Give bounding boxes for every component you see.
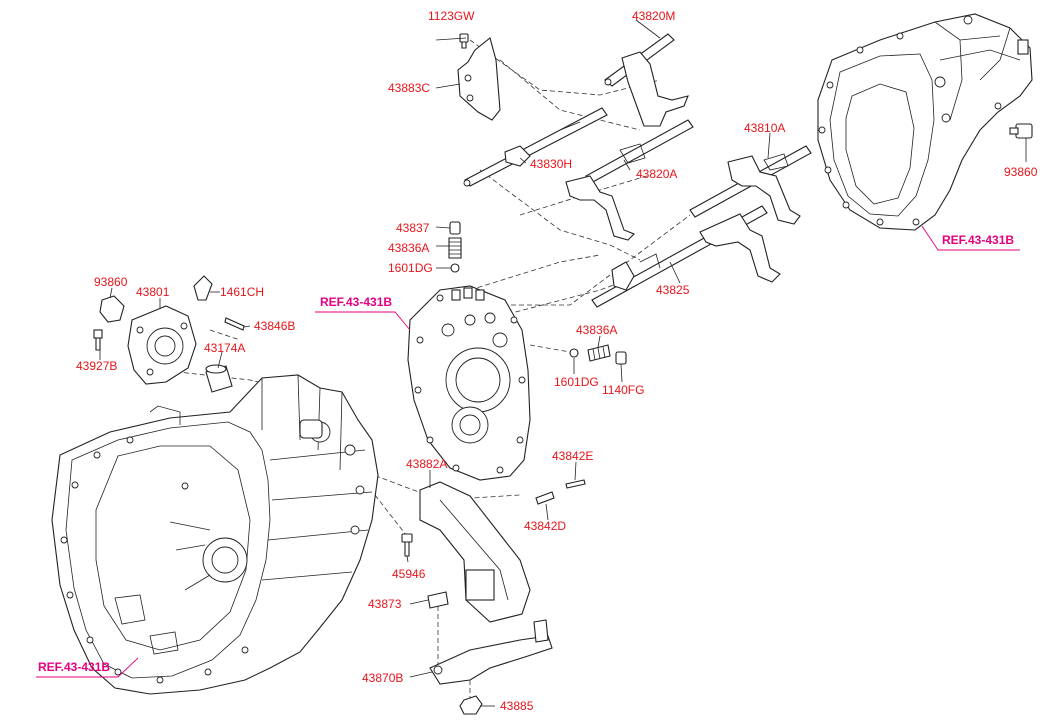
ref-link-bottom[interactable]: REF.43-431B bbox=[38, 660, 110, 674]
label-43842D: 43842D bbox=[524, 519, 566, 533]
label-43882A: 43882A bbox=[406, 457, 447, 471]
center-plate bbox=[407, 285, 531, 481]
label-43837: 43837 bbox=[396, 221, 430, 235]
fitting-1461CH bbox=[193, 275, 220, 301]
label-43836A-mid: 43836A bbox=[576, 323, 617, 337]
label-43885: 43885 bbox=[500, 699, 534, 713]
lever-43870B bbox=[429, 619, 553, 685]
label-43820A: 43820A bbox=[636, 167, 677, 181]
label-1461CH: 1461CH bbox=[220, 285, 264, 299]
pin-43846B bbox=[224, 317, 245, 331]
label-45946: 45946 bbox=[392, 567, 426, 581]
bracket-43883C bbox=[457, 37, 501, 121]
shift-rail-43810A bbox=[689, 145, 812, 225]
label-43801: 43801 bbox=[136, 285, 170, 299]
shift-rail-43830H bbox=[463, 107, 608, 187]
shift-rail-43820A bbox=[565, 119, 694, 241]
label-93860-left: 93860 bbox=[94, 275, 128, 289]
bolt-43927B bbox=[93, 329, 103, 351]
label-1601DG-top: 1601DG bbox=[388, 261, 433, 275]
clip-43873 bbox=[427, 591, 449, 609]
release-bearing-43801 bbox=[127, 305, 197, 385]
label-43825: 43825 bbox=[656, 283, 690, 297]
shift-rail-43825 bbox=[591, 205, 781, 308]
label-43873: 43873 bbox=[368, 597, 402, 611]
label-1123GW: 1123GW bbox=[428, 9, 475, 23]
label-43927B: 43927B bbox=[76, 359, 117, 373]
label-43883C: 43883C bbox=[388, 81, 430, 95]
reference-labels[interactable]: REF.43-431B REF.43-431B REF.43-431B bbox=[38, 233, 1014, 674]
bracket-43882A bbox=[419, 481, 531, 623]
label-93860-right: 93860 bbox=[1004, 165, 1038, 179]
pin-43842E bbox=[565, 479, 586, 489]
bolt-1123GW bbox=[459, 33, 469, 49]
detent-stack-top bbox=[448, 221, 462, 273]
leader-lines bbox=[99, 19, 771, 707]
clutch-housing-left bbox=[51, 374, 379, 695]
label-43870B: 43870B bbox=[362, 671, 403, 685]
label-43174A: 43174A bbox=[204, 341, 245, 355]
part-labels: 1123GW 43820M 43883C 43830H 43820A 43810… bbox=[76, 9, 1038, 713]
label-1601DG-mid: 1601DG bbox=[554, 375, 599, 389]
shift-rail-43820M bbox=[604, 33, 689, 127]
label-43842E: 43842E bbox=[552, 449, 593, 463]
reference-callouts bbox=[36, 225, 1020, 678]
detent-stack-mid bbox=[569, 344, 627, 365]
pin-43842D bbox=[535, 491, 555, 505]
ref-link-right[interactable]: REF.43-431B bbox=[942, 233, 1014, 247]
label-43820M: 43820M bbox=[632, 9, 675, 23]
sleeve-43174A bbox=[205, 364, 233, 393]
bolt-45946 bbox=[401, 533, 413, 557]
transmission-case-right bbox=[817, 13, 1033, 231]
sensor-93860-right bbox=[1009, 123, 1033, 162]
label-43810A: 43810A bbox=[744, 121, 785, 135]
sensor-93860-left bbox=[99, 295, 125, 323]
label-43846B: 43846B bbox=[254, 319, 295, 333]
label-43830H: 43830H bbox=[530, 157, 572, 171]
ref-link-center[interactable]: REF.43-431B bbox=[320, 295, 392, 309]
nut-43885 bbox=[459, 695, 483, 715]
label-43836A-top: 43836A bbox=[388, 241, 429, 255]
label-1140FG: 1140FG bbox=[602, 383, 644, 397]
